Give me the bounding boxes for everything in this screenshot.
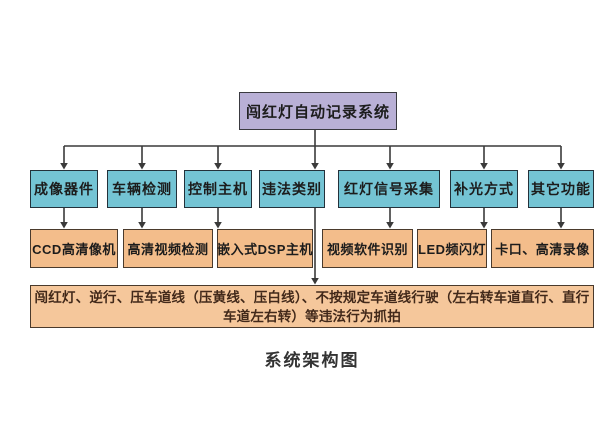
violation-behaviors-line2: 车道左右转）等违法行为抓拍: [222, 309, 402, 324]
diagram-caption: 系统架构图: [264, 351, 360, 370]
node-checkpoint-hd-recording: 卡口、高清录像: [491, 229, 594, 268]
violation-behaviors-line1: 闯红灯、逆行、压车道线（压黄线、压白线）、不按规定车道线行驶（左右转车道直行、直…: [34, 290, 590, 305]
node-imaging-component: 成像器件: [30, 170, 98, 208]
node-led-strobe-light: LED频闪灯: [417, 229, 487, 268]
node-control-host: 控制主机: [184, 170, 252, 208]
node-video-software-recognition: 视频软件识别: [322, 229, 413, 268]
arrowheads: [60, 163, 565, 285]
node-violation-behaviors: 闯红灯、逆行、压车道线（压黄线、压白线）、不按规定车道线行驶（左右转车道直行、直…: [30, 285, 594, 328]
node-red-light-signal-capture: 红灯信号采集: [338, 170, 440, 208]
node-hd-video-detection: 高清视频检测: [123, 229, 213, 268]
node-embedded-dsp-host: 嵌入式DSP主机: [217, 229, 313, 268]
node-ccd-hd-camera: CCD高清像机: [30, 229, 118, 268]
node-other-functions: 其它功能: [528, 170, 594, 208]
connector-paths: [63, 130, 562, 278]
node-violation-category: 违法类别: [259, 170, 325, 208]
node-supplementary-light: 补光方式: [450, 170, 518, 208]
node-root-system: 闯红灯自动记录系统: [239, 92, 397, 130]
node-vehicle-detection: 车辆检测: [107, 170, 177, 208]
